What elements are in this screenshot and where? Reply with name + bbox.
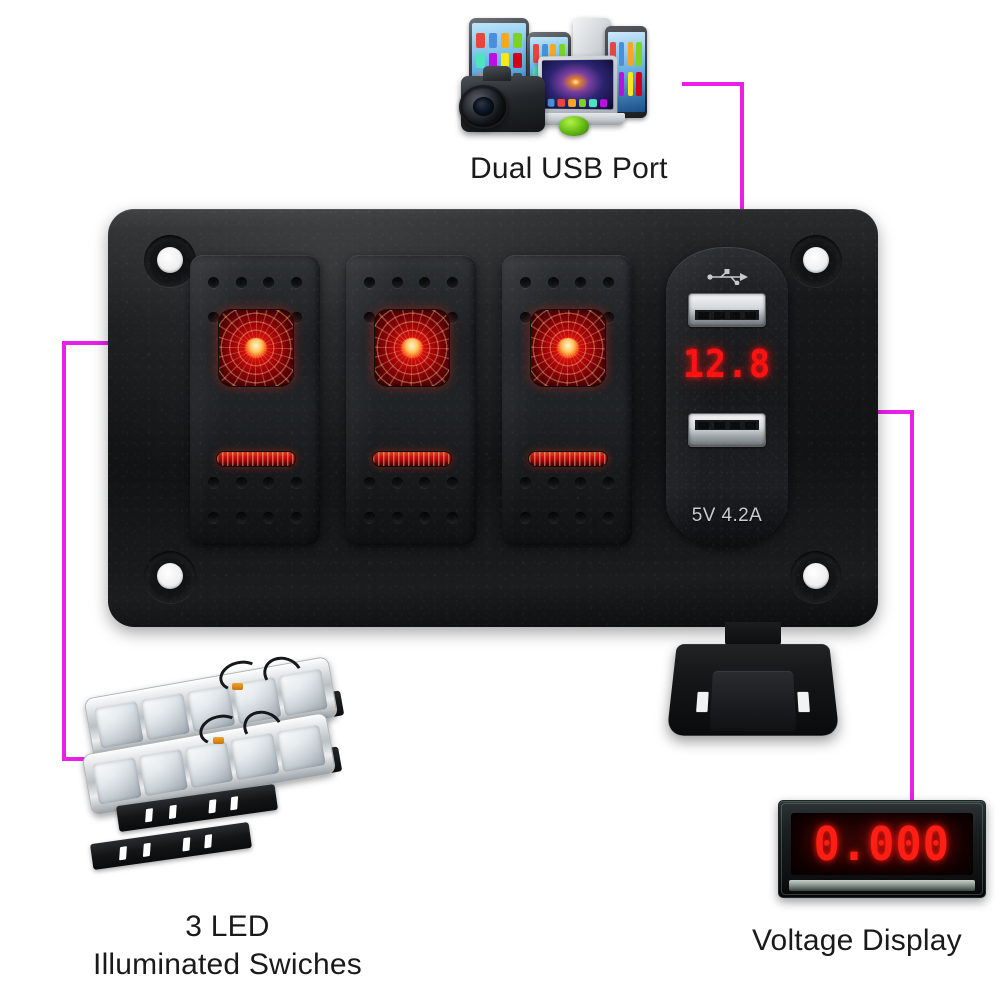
switch-indicator-2 — [372, 451, 452, 467]
rocker-switch-2[interactable] — [346, 255, 476, 545]
voltage-display-module: 0.000 — [778, 800, 986, 898]
usb-port-bottom[interactable] — [688, 413, 766, 447]
devices-collage-image — [455, 4, 687, 146]
voltmeter-screen: 0.000 — [791, 813, 973, 875]
led-label-line1: 3 LED — [185, 910, 270, 943]
rocker-switch-3[interactable] — [502, 255, 632, 545]
cable-tie-2 — [213, 737, 224, 744]
smartphone-icon — [605, 26, 647, 118]
callout-line-usb-vertical — [740, 82, 744, 324]
rocker-switch-1[interactable] — [190, 255, 320, 545]
mount-hole-bottom-right — [790, 551, 842, 603]
usb-icon — [707, 269, 748, 285]
switch-panel: 12.8 5V 4.2A — [108, 209, 878, 627]
callout-line-right-vertical — [910, 410, 914, 802]
switch-lamp-1 — [218, 309, 294, 387]
cable-tie-1 — [232, 683, 243, 690]
dslr-camera-icon — [459, 66, 545, 132]
mouse-icon — [559, 116, 589, 136]
voltage-display-label: Voltage Display — [752, 924, 962, 957]
callout-line-left-vertical — [62, 341, 66, 761]
led-label-line2: Illuminated Swiches — [93, 948, 362, 981]
voltmeter-digits: 0.000 — [813, 817, 951, 871]
led-light-bars-image — [81, 651, 395, 905]
usb-rating-label: 5V 4.2A — [691, 505, 763, 526]
switch-indicator-3 — [528, 451, 608, 467]
callout-line-usb-horizontal — [682, 82, 744, 86]
switch-lamp-2 — [374, 309, 450, 387]
dual-usb-port-label: Dual USB Port — [470, 152, 668, 185]
mount-hole-bottom-left — [144, 551, 196, 603]
switch-texture-bottom — [356, 477, 466, 523]
switch-texture-bottom — [512, 477, 622, 523]
switch-texture-bottom — [200, 477, 310, 523]
led-switches-label: 3 LED Illuminated Swiches — [55, 908, 400, 984]
switch-lamp-3 — [530, 309, 606, 387]
mounting-bracket — [666, 622, 840, 742]
switch-indicator-1 — [216, 451, 296, 467]
mount-hole-top-right — [790, 235, 842, 287]
usb-port-top[interactable] — [688, 293, 766, 327]
mount-hole-top-left — [144, 235, 196, 287]
led-bracket-2 — [89, 821, 253, 871]
dual-usb-charger-module[interactable]: 12.8 5V 4.2A — [666, 247, 788, 547]
usb-voltage-readout: 12.8 — [683, 342, 771, 386]
